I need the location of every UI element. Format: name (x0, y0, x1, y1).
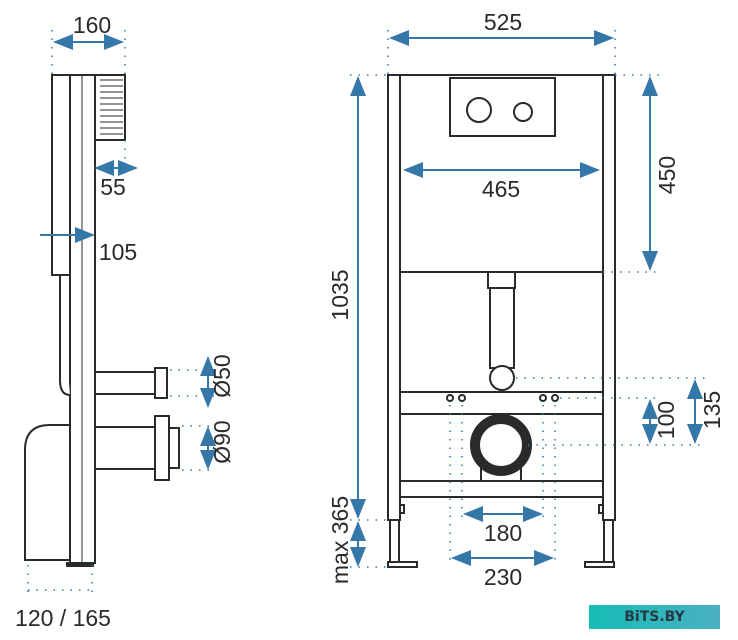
right-foot (584, 561, 615, 568)
side-view: 160 55 105 Ø50 Ø90 120 / 165 (15, 12, 235, 631)
dim-525-label: 525 (484, 9, 522, 35)
right-post (602, 74, 616, 521)
drain-elbow (24, 424, 71, 561)
pipe-50 (94, 371, 158, 395)
dim-55-label: 55 (100, 174, 126, 200)
cistern-side (51, 74, 71, 276)
bolt-crossbar (399, 391, 604, 415)
dim-base-label: 120 / 165 (15, 605, 111, 631)
dim-160-label: 160 (73, 12, 111, 38)
dim-1035-label: 1035 (327, 269, 353, 320)
lower-crossbar (399, 480, 604, 498)
dim-100-label: 100 (653, 401, 679, 439)
left-foot (387, 561, 418, 568)
flush-box (94, 74, 126, 141)
dim-230-label: 230 (484, 564, 522, 590)
dim-d90-label: Ø90 (209, 420, 235, 463)
flush-pipe-front (489, 287, 515, 369)
watermark: BiTS.BY (589, 605, 720, 629)
dim-180-label: 180 (484, 520, 522, 546)
flush-pipe (59, 275, 71, 396)
flush-plate (449, 77, 556, 137)
dim-105-label: 105 (99, 239, 137, 265)
dim-135-label: 135 (699, 391, 725, 429)
left-post (387, 74, 401, 521)
flush-button-large (466, 97, 492, 123)
dim-450-label: 450 (654, 156, 680, 194)
front-view: 525 465 450 1035 135 100 max 365 180 230 (327, 9, 725, 590)
dim-d50-label: Ø50 (209, 354, 235, 397)
pipe-90 (94, 426, 156, 470)
dim-max365-label: max 365 (327, 496, 353, 584)
drain-ring (470, 414, 532, 476)
dim-465-label: 465 (482, 176, 520, 202)
flush-button-small (513, 102, 533, 122)
